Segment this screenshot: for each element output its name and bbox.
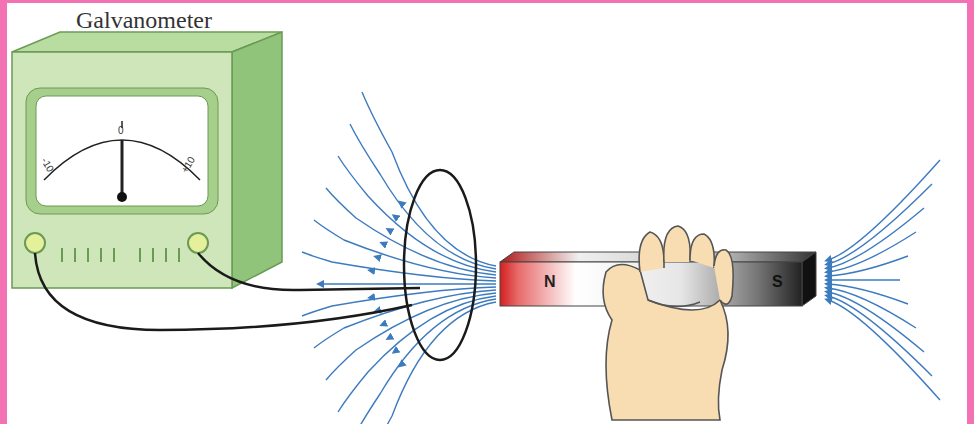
galvanometer	[12, 32, 282, 288]
device-label: Galvanometer	[76, 8, 212, 32]
frame-edge	[967, 0, 974, 424]
pole-label: S	[772, 274, 783, 290]
wire	[35, 170, 476, 360]
frame-edge	[0, 0, 974, 3]
field-lines	[302, 92, 496, 424]
scale-number: 0	[118, 126, 124, 136]
field-lines	[828, 160, 940, 400]
pole-label: N	[544, 274, 556, 290]
hand	[603, 226, 733, 420]
frame-edge	[0, 0, 7, 424]
